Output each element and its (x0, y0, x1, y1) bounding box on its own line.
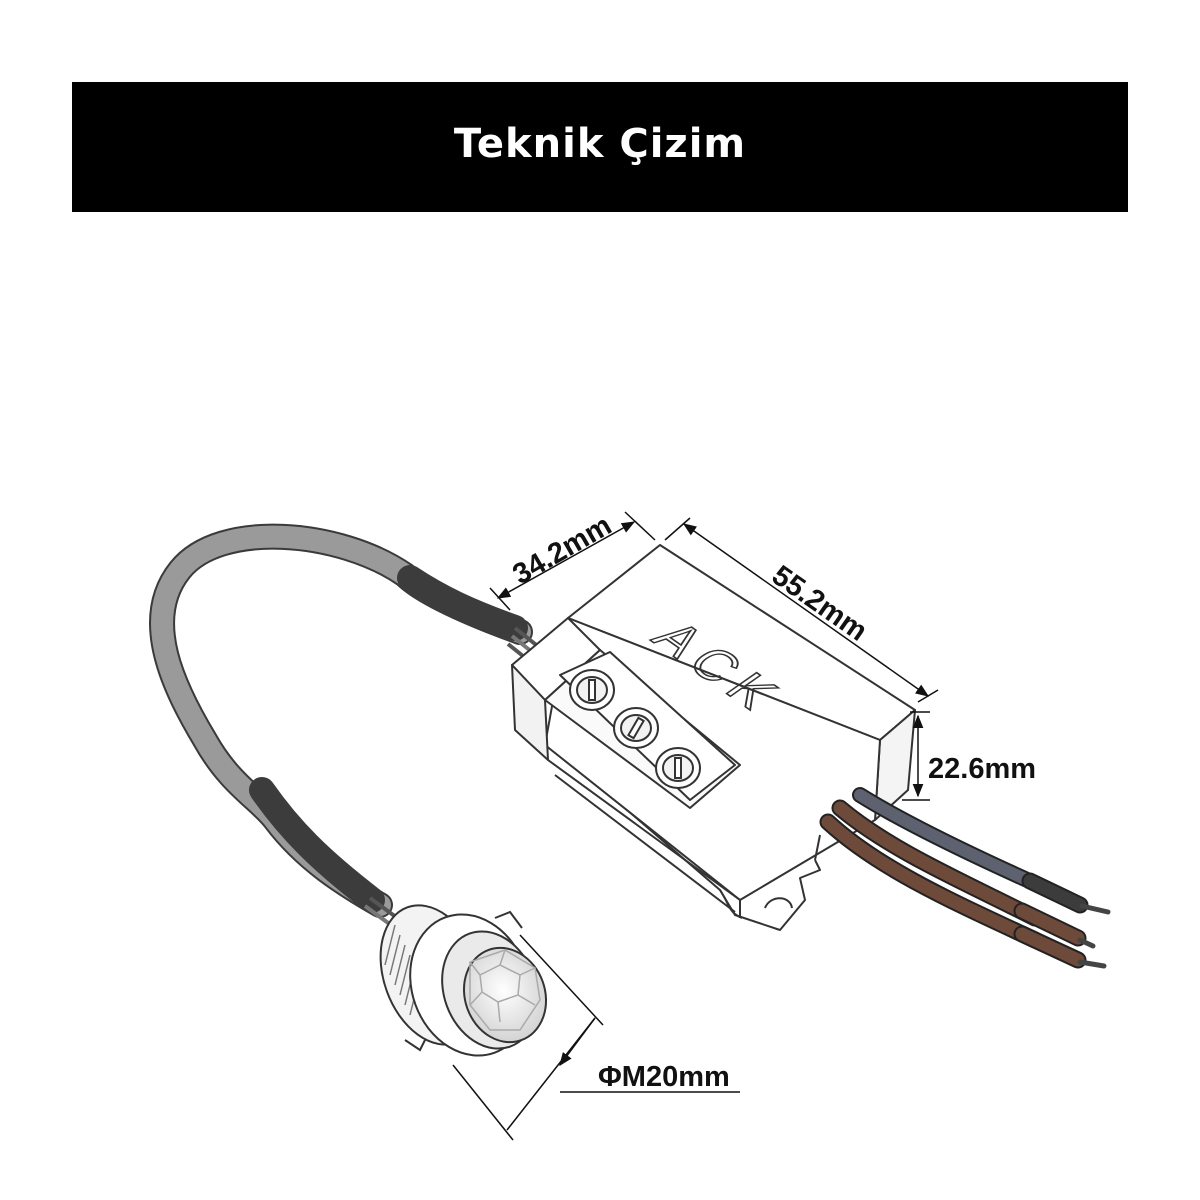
dimension-sensor-diameter-label: ΦM20mm (598, 1061, 730, 1093)
potentiometer-icon (569, 669, 615, 711)
pir-sensor (379, 904, 548, 1057)
page-title: Teknik Çizim (453, 121, 747, 167)
control-box (511, 544, 916, 931)
pir-lens-icon (462, 946, 548, 1044)
output-wires (819, 787, 1111, 969)
potentiometer-knobs (569, 669, 701, 789)
dimension-width-label: 34.2mm (508, 509, 618, 591)
header-bar: Teknik Çizim (72, 82, 1128, 212)
potentiometer-icon (613, 707, 659, 749)
sensor-cable (149, 523, 547, 930)
potentiometer-icon (655, 747, 701, 789)
dimension-lines (452, 511, 939, 1141)
dimension-height-label: 22.6mm (928, 753, 1036, 785)
